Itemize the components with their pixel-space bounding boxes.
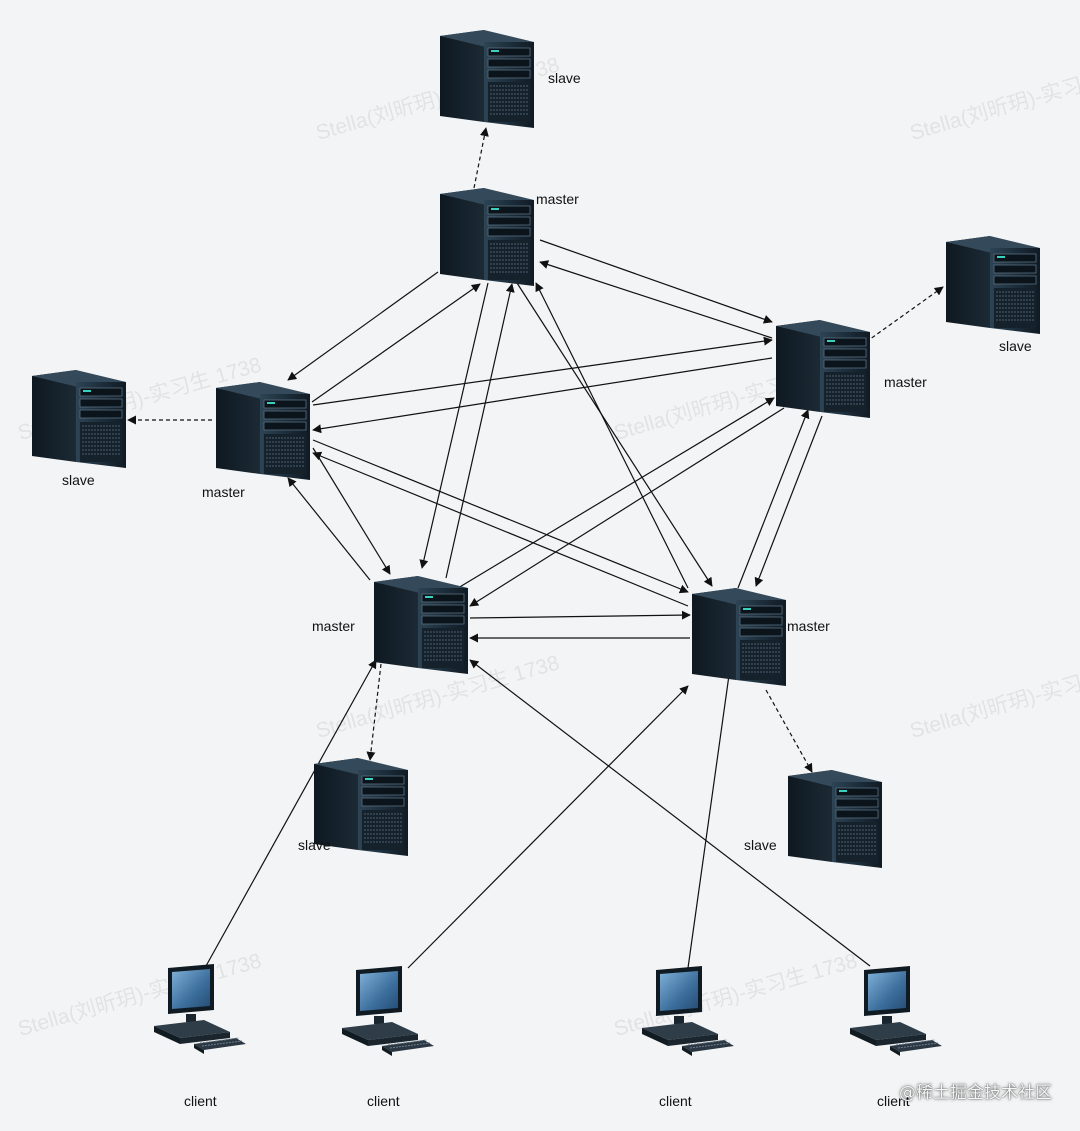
server-tower-icon [775,319,871,419]
client-request-arrow [469,659,871,967]
connection-arrow [312,447,391,575]
connection-arrow [312,357,773,434]
master-label: master [787,618,830,634]
master-node: master [775,319,927,419]
connection-arrow [287,271,439,381]
client-label: client [367,1093,400,1109]
server-tower-icon [215,381,311,481]
server-tower-icon [787,769,883,869]
replication-arrow [865,286,944,343]
master-label: master [202,484,245,500]
connection-arrow [445,283,515,579]
slave-node: slave [439,29,581,129]
client-request-arrow [205,659,377,967]
connection-arrow [312,439,689,594]
desktop-computer-icon [641,965,735,1057]
client-request-arrow [687,667,734,969]
client-node: client [153,963,247,1109]
client-node: client [341,965,435,1109]
client-label: client [877,1093,910,1109]
client-node: client [849,965,943,1109]
slave-label: slave [548,70,581,86]
master-node: master [312,575,469,675]
client-node: client [641,965,735,1109]
connection-arrow [469,610,691,620]
connection-arrow [754,415,823,587]
desktop-computer-icon [849,965,943,1057]
connection-arrow [469,407,785,607]
connection-arrow [312,451,689,607]
replication-arrow [765,689,813,773]
master-node: master [439,187,579,287]
client-label: client [184,1093,217,1109]
master-node: master [691,587,830,687]
slave-node: slave [31,369,127,488]
slave-label: slave [62,472,95,488]
server-tower-icon [373,575,469,675]
desktop-computer-icon [153,963,247,1055]
connection-arrow [737,409,810,589]
server-tower-icon [691,587,787,687]
slave-label: slave [298,837,331,853]
server-tower-icon [439,187,535,287]
connection-arrow [311,283,481,403]
replication-arrow [366,663,382,761]
slave-node: slave [744,769,883,869]
connection-arrow [516,282,713,587]
master-node: master [202,381,311,500]
master-label: master [884,374,927,390]
client-request-arrow [407,685,689,969]
connection-arrow [535,282,689,589]
server-tower-icon [945,235,1041,335]
connection-arrow [312,336,773,406]
connection-arrow [539,260,773,339]
slave-label: slave [744,837,777,853]
server-tower-icon [439,29,535,129]
slave-node: slave [298,757,409,857]
master-label: master [312,618,355,634]
connection-arrow [539,239,773,324]
connections [127,127,944,969]
client-label: client [659,1093,692,1109]
connection-arrow [287,477,371,581]
desktop-computer-icon [341,965,435,1057]
connection-arrow [419,282,489,569]
server-tower-icon [31,369,127,469]
slave-node: slave [945,235,1041,354]
connection-arrow [457,397,775,589]
master-label: master [536,191,579,207]
brand-watermark: @稀土掘金技术社区 [899,1083,1052,1103]
replication-arrow [473,127,489,189]
slave-label: slave [999,338,1032,354]
